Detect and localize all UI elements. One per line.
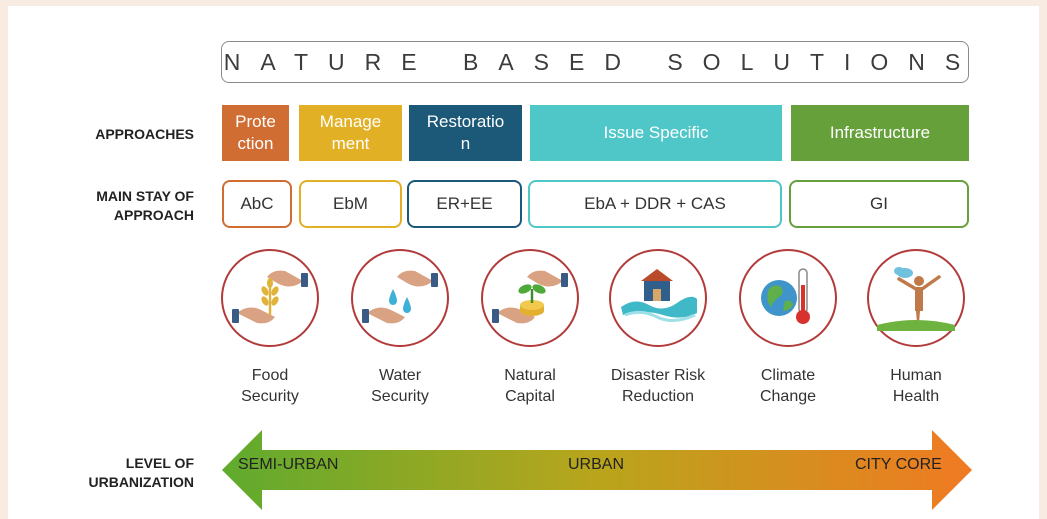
caption-line: Capital (505, 388, 555, 405)
house-flood-icon (609, 249, 707, 347)
urbanization-label-line2: URBANIZATION (88, 474, 194, 490)
caption-line: Health (892, 388, 940, 405)
caption-line: Disaster Risk (610, 367, 706, 384)
approach-infrastructure-label: Infrastructure (829, 123, 931, 142)
urbanization-city-core-label: CITY CORE (855, 456, 942, 473)
approach-management: Manage ment (299, 105, 402, 161)
approach-restoration-line1: Restoratio (426, 112, 505, 131)
urbanization-semi-urban-label: SEMI-URBAN (238, 456, 339, 473)
approach-management-line1: Manage (319, 112, 382, 131)
urbanization-label-line1: LEVEL OF (125, 455, 194, 471)
main-stay-eba-ddr-cas: EbA + DDR + CAS (528, 180, 782, 228)
approach-management-line2: ment (331, 134, 370, 153)
caption-line: Human (890, 367, 942, 384)
caption-line: Security (241, 388, 299, 405)
caption-line: Natural (504, 367, 556, 384)
main-stay-label-line2: APPROACH (113, 207, 194, 223)
hands-water-drops-icon (351, 249, 449, 347)
caption-line: Climate (760, 367, 816, 384)
hands-wheat-icon (221, 249, 319, 347)
approach-restoration-line2: n (460, 134, 471, 153)
approach-protection: Prote ction (222, 105, 289, 161)
caption-line: Security (371, 388, 429, 405)
hands-plant-coin-icon (481, 249, 579, 347)
main-stay-er-ee: ER+EE (407, 180, 522, 228)
caption-line: Reduction (621, 388, 695, 405)
approach-restoration: Restoratio n (409, 105, 522, 161)
urbanization-urban-label: URBAN (568, 456, 625, 473)
approach-protection-line2: ction (237, 134, 274, 153)
urbanization-arrow (222, 428, 972, 512)
main-stay-gi: GI (789, 180, 969, 228)
main-stay-row-label: MAIN STAY OF APPROACH (62, 187, 194, 225)
approaches-row-label: APPROACHES (95, 126, 194, 142)
approach-issue-specific-label: Issue Specific (603, 123, 709, 142)
main-stay-label-line1: MAIN STAY OF (96, 188, 194, 204)
person-outdoors-icon (867, 249, 965, 347)
urbanization-row-label: LEVEL OF URBANIZATION (62, 454, 194, 492)
globe-thermometer-icon (739, 249, 837, 347)
approach-infrastructure: Infrastructure (791, 105, 969, 161)
caption-line: Water (378, 367, 422, 384)
main-stay-ebm: EbM (299, 180, 402, 228)
main-stay-abc: AbC (222, 180, 292, 228)
diagram-title: NATURE BASED SOLUTIONS (221, 41, 969, 83)
approach-protection-line1: Prote (235, 112, 276, 131)
caption-line: Food (251, 367, 289, 384)
caption-line: Change (759, 388, 817, 405)
approach-issue-specific: Issue Specific (530, 105, 782, 161)
